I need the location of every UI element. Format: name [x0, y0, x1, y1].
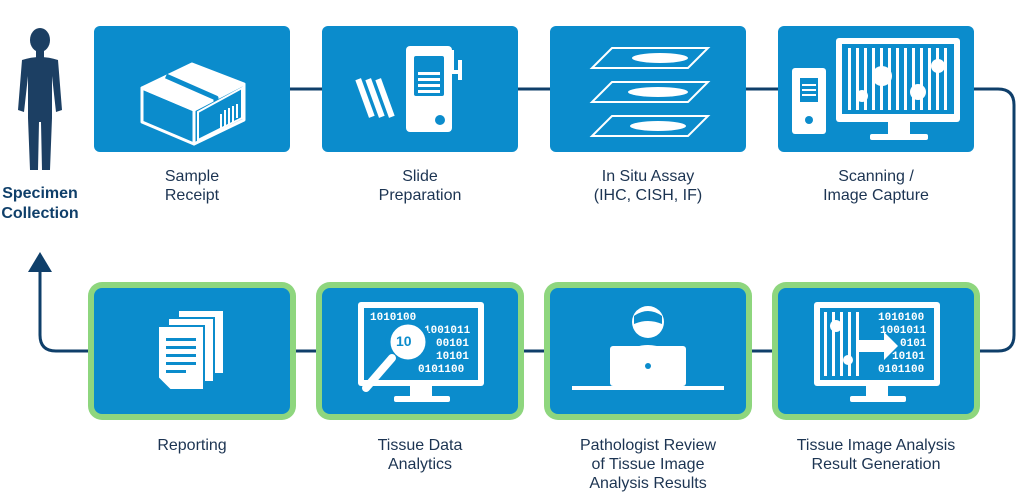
stacked-slides-icon	[589, 47, 711, 137]
step-label-pathologist-review: Pathologist Review of Tissue Image Analy…	[579, 437, 717, 492]
binary-line: 00101	[436, 338, 469, 350]
step-reporting	[94, 288, 290, 414]
step-sample-receipt	[94, 26, 290, 152]
return-to-specimen-line	[38, 270, 94, 353]
step-label-sample-receipt: Sample Receipt	[164, 168, 220, 204]
step-label-result-generation: Tissue Image Analysis Result Generation	[796, 437, 956, 473]
step-result-generation: 1010100 1001011 0101 10101 0101100	[778, 288, 974, 414]
step-label-scanning: Scanning / Image Capture	[823, 168, 929, 204]
documents-icon	[157, 309, 225, 391]
binary-line: 0101100	[878, 364, 924, 376]
computer-scanner-icon	[792, 38, 960, 140]
lens-digits: 10	[396, 333, 412, 349]
step-label-in-situ-assay: In Situ Assay (IHC, CISH, IF)	[593, 168, 703, 204]
step-label-tissue-data-analytics: Tissue Data Analytics	[377, 437, 463, 473]
step-scanning	[778, 26, 974, 152]
step-tissue-data-analytics: 1010100 1001011 00101 10101 0101100 10	[322, 288, 518, 414]
step-label-slide-preparation: Slide Preparation	[378, 168, 462, 204]
binary-line: 0101	[900, 338, 927, 350]
person-laptop-icon	[572, 306, 724, 390]
binary-line: 10101	[892, 351, 925, 363]
step-slide-preparation	[322, 26, 518, 152]
binary-line: 1001011	[424, 325, 471, 337]
binary-line: 10101	[436, 351, 469, 363]
binary-line: 1010100	[878, 312, 924, 324]
return-loop-line	[974, 87, 1016, 353]
binary-line: 1001011	[880, 325, 927, 337]
magnifier-binary-icon: 1010100 1001011 00101 10101 0101100 10	[358, 302, 484, 402]
specimen-collection-label: Specimen Collection	[1, 185, 79, 222]
step-pathologist-review	[550, 288, 746, 414]
up-arrow-icon	[28, 252, 52, 272]
package-box-icon	[140, 62, 246, 146]
monitor-arrow-binary-icon: 1010100 1001011 0101 10101 0101100	[814, 302, 940, 402]
slide-stainer-icon	[355, 46, 462, 132]
step-in-situ-assay	[550, 26, 746, 152]
binary-line: 0101100	[418, 364, 464, 376]
step-label-reporting: Reporting	[157, 437, 227, 454]
